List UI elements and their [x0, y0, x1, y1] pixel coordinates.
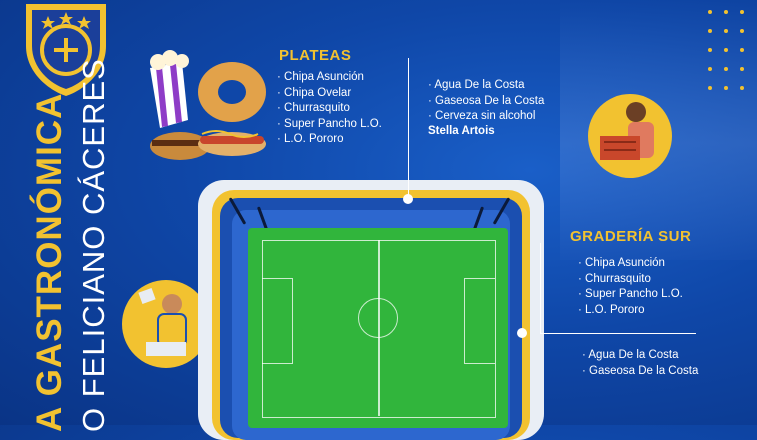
food-illustration-icon [150, 50, 266, 160]
plateas-connector-node [403, 194, 413, 204]
list-item: Chipa Asunción [277, 70, 382, 86]
decorative-dot [740, 86, 744, 90]
decorative-dot [724, 10, 728, 14]
list-item: Agua De la Costa [428, 78, 544, 94]
decorative-dot [740, 29, 744, 33]
list-item: L.O. Pororo [277, 132, 382, 148]
list-item: Cerveza sin alcohol [428, 109, 544, 125]
pitch-penalty-box-left [262, 278, 293, 364]
list-item: Chipa Ovelar [277, 86, 382, 102]
list-item: Chipa Asunción [578, 256, 683, 272]
decorative-dot [708, 86, 712, 90]
graderia-connector-line-h [540, 333, 696, 334]
graderia-sur-header: GRADERÍA SUR [570, 228, 692, 245]
decorative-dots [700, 6, 750, 101]
decorative-dot [724, 86, 728, 90]
list-item: Churrasquito [578, 272, 683, 288]
decorative-dot [740, 10, 744, 14]
plateas-drinks-list: Agua De la CostaGaseosa De la CostaCerve… [428, 78, 544, 125]
graderia-connector-node [517, 328, 527, 338]
graderia-sur-food-list: Chipa AsunciónChurrasquitoSuper Pancho L… [578, 256, 683, 318]
decorative-dot [708, 29, 712, 33]
pitch-penalty-box-right [464, 278, 495, 364]
plateas-drinks-brand: Stella Artois [428, 125, 495, 137]
graderia-sur-drinks-list: Agua De la CostaGaseosa De la Costa [582, 348, 698, 379]
decorative-dot [740, 48, 744, 52]
pitch-center-circle [358, 298, 398, 338]
plateas-food-list: Chipa AsunciónChipa OvelarChurrasquitoSu… [277, 70, 382, 148]
beer-vendor-photo-icon [588, 94, 672, 178]
graderia-connector-line-v [540, 243, 541, 333]
list-item: Agua De la Costa [582, 348, 698, 364]
club-crest-icon [26, 4, 106, 96]
plateas-connector-line [408, 58, 409, 196]
list-item: Gaseosa De la Costa [428, 94, 544, 110]
decorative-dot [708, 67, 712, 71]
list-item: Churrasquito [277, 101, 382, 117]
title-line-1: A GASTRONÓMICA [30, 92, 69, 432]
list-item: Super Pancho L.O. [578, 287, 683, 303]
vendor-photo-icon [122, 280, 210, 368]
list-item: Super Pancho L.O. [277, 117, 382, 133]
decorative-dot [708, 48, 712, 52]
title-line-2: O FELICIANO CÁCERES [76, 58, 111, 432]
list-item: L.O. Pororo [578, 303, 683, 319]
decorative-dot [724, 29, 728, 33]
list-item: Gaseosa De la Costa [582, 364, 698, 380]
decorative-dot [708, 10, 712, 14]
decorative-dot [724, 48, 728, 52]
decorative-dot [724, 67, 728, 71]
decorative-dot [740, 67, 744, 71]
plateas-header: PLATEAS [279, 47, 352, 64]
